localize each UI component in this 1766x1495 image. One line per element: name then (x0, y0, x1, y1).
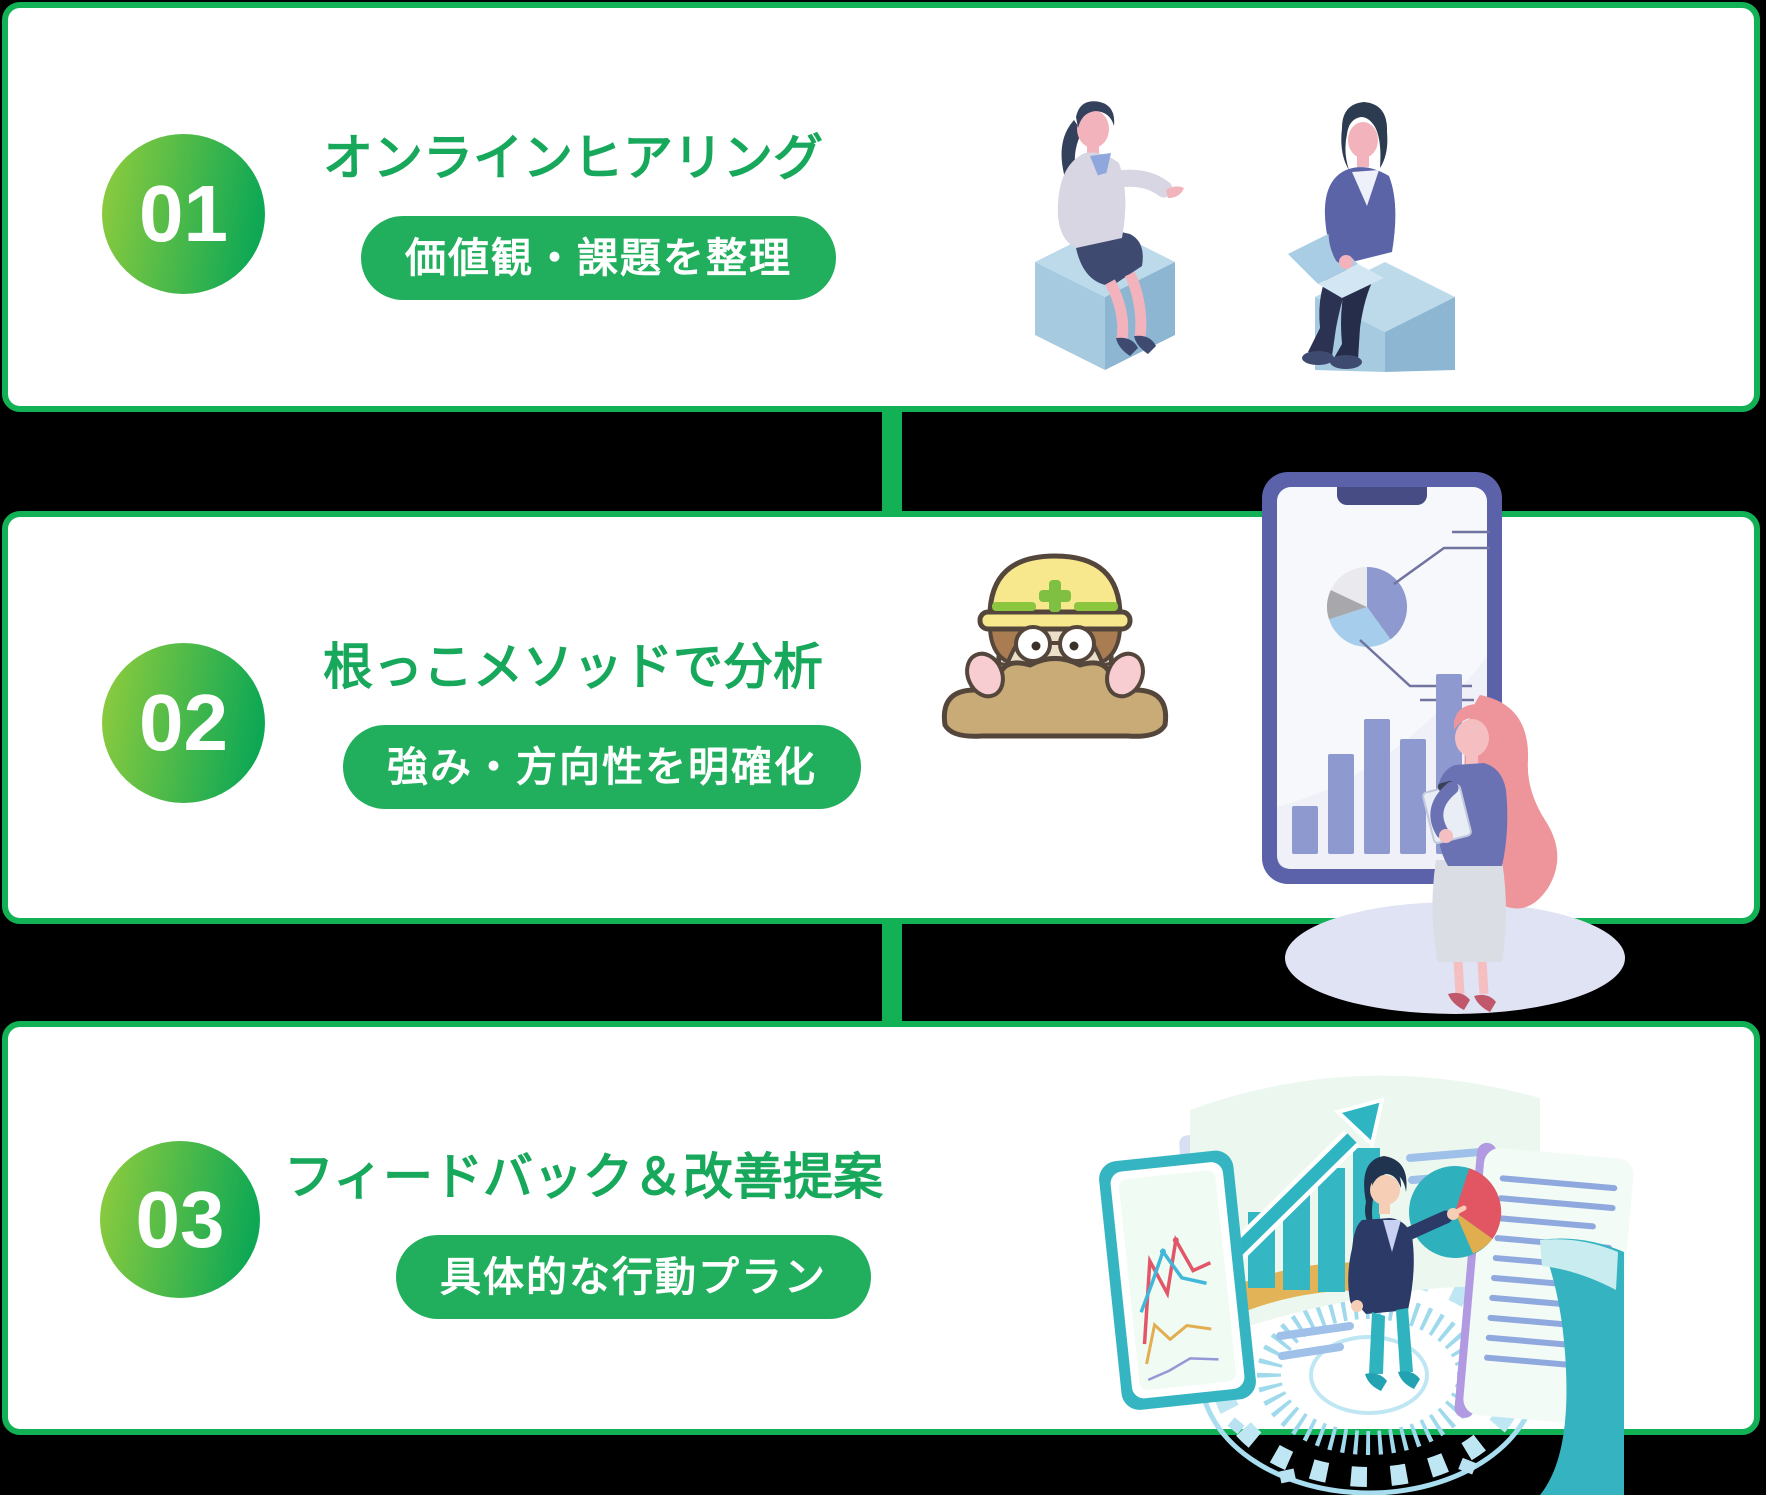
step-tag-pill-1: 価値観・課題を整理 (361, 216, 836, 300)
phone-notch (1337, 487, 1427, 505)
step-text-1: オンラインヒアリング 価値観・課題を整理 (323, 128, 836, 300)
step-number-badge-1: 01 (102, 134, 265, 294)
mole-character (941, 553, 1169, 739)
growth-arrow-icon (1222, 1097, 1385, 1266)
step-tag-pill-2: 強み・方向性を明確化 (343, 725, 861, 809)
connector-step2-step3 (882, 918, 902, 1028)
line-chart-panel (1099, 1150, 1256, 1410)
step-title-2: 根っこメソッドで分析 (323, 639, 823, 695)
step-number-2: 02 (139, 678, 228, 767)
presentation-dashboard-illustration (1099, 1075, 1634, 1495)
online-interview-illustration (1035, 101, 1455, 372)
step-number-badge-2: 02 (102, 643, 265, 803)
step-title-3: フィードバック＆改善提案 (284, 1149, 883, 1205)
step-tag-pill-3: 具体的な行動プラン (396, 1235, 871, 1319)
step-text-3: フィードバック＆改善提案 具体的な行動プラン (284, 1147, 883, 1319)
step-title-1: オンラインヒアリング (323, 130, 823, 186)
connector-step1-step2 (882, 405, 902, 517)
woman-speaking-figure (1057, 101, 1184, 356)
safety-helmet-icon (977, 553, 1133, 632)
step-number-3: 03 (135, 1174, 225, 1264)
step-number-1: 01 (139, 169, 228, 258)
teal-fold (1540, 1238, 1624, 1495)
pie-chart (1327, 567, 1408, 648)
step-text-2: 根っこメソッドで分析 強み・方向性を明確化 (323, 637, 861, 809)
step-card-1: 01 オンラインヒアリング 価値観・課題を整理 (2, 2, 1760, 412)
presenter-woman-figure (1348, 1156, 1467, 1391)
pink-haired-woman (1285, 695, 1625, 1014)
woman-with-laptop-figure (1288, 102, 1396, 369)
mole-glasses (1014, 625, 1096, 663)
step-number-badge-3: 03 (100, 1141, 260, 1298)
